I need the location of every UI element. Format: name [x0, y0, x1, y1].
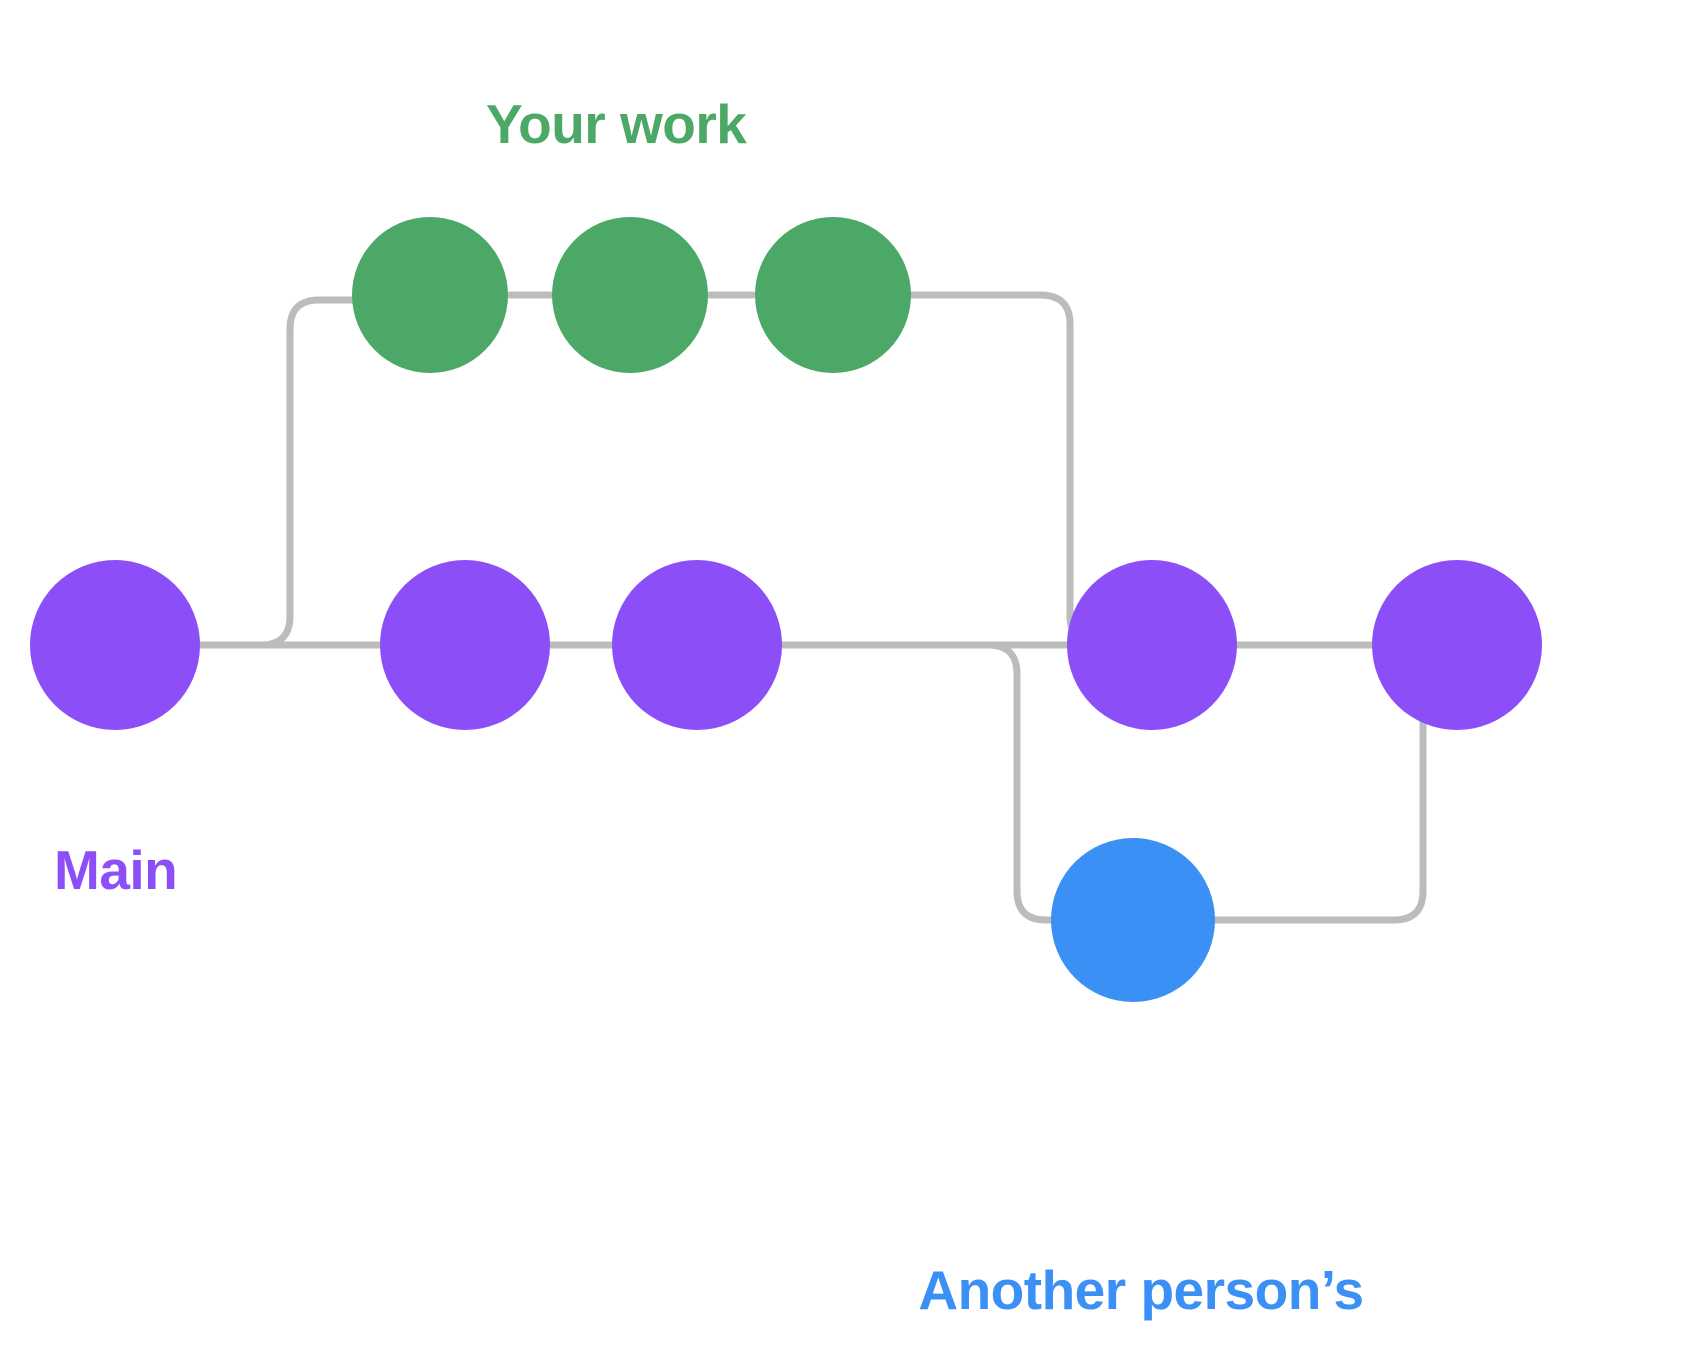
branch-label-another-person: Another person’s work — [906, 1128, 1376, 1352]
commit-node-main-1[interactable] — [30, 560, 200, 730]
branch-label-main: Main — [54, 839, 178, 901]
connector-branch-out-to-another-person — [816, 641, 1066, 924]
commit-node-feature-1[interactable] — [352, 217, 508, 373]
commit-node-main-2[interactable] — [380, 560, 550, 730]
branch-label-another-person-line-1: Another person’s — [918, 1258, 1364, 1321]
commit-node-feature-3[interactable] — [755, 217, 911, 373]
branch-label-your-work: Your work — [486, 93, 747, 155]
commit-node-main-3[interactable] — [612, 560, 782, 730]
commit-node-feature-2[interactable] — [552, 217, 708, 373]
commit-node-main-4[interactable] — [1067, 560, 1237, 730]
commit-node-other-1[interactable] — [1051, 838, 1215, 1002]
another-person-branch-nodes — [1051, 838, 1215, 1002]
your-work-branch-nodes — [352, 217, 911, 373]
main-branch-nodes — [30, 560, 1542, 730]
connector-branch-out-to-your-work — [227, 296, 356, 649]
connector-group — [194, 291, 1464, 924]
commit-node-main-5[interactable] — [1372, 560, 1542, 730]
